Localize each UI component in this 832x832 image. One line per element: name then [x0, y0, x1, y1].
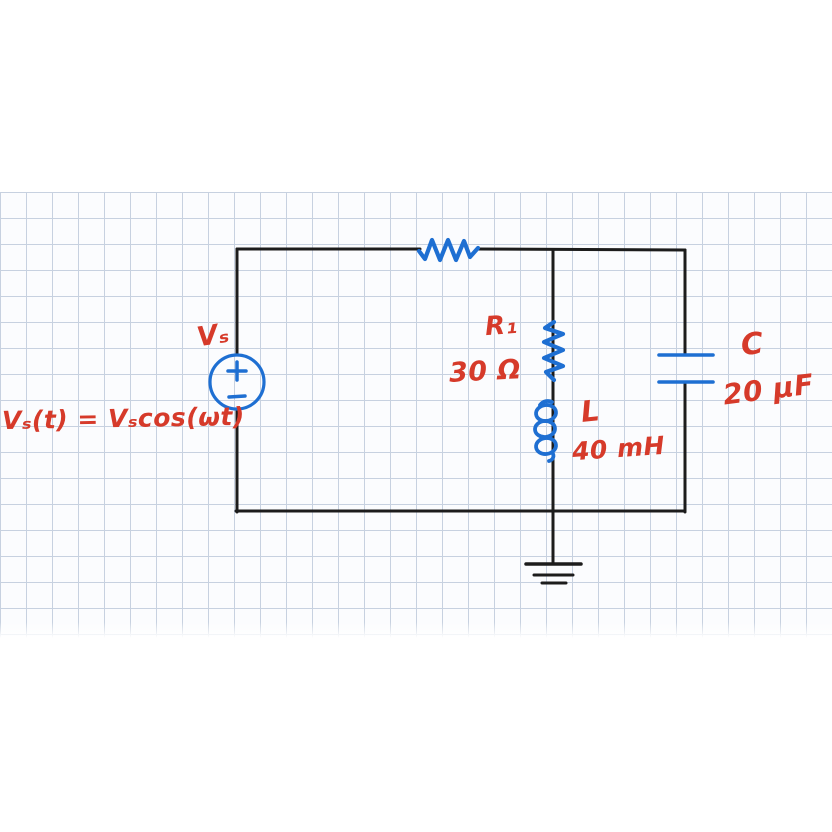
voltage-source-circle — [208, 353, 266, 411]
resistor-top-symbol — [416, 237, 481, 263]
circuit-wires — [234, 247, 687, 566]
minus-sign — [227, 394, 247, 399]
resistor-r1-name-label: R₁ — [483, 309, 519, 343]
inductor-value-label: 40 mH — [571, 430, 666, 467]
inductor-lead-bottom — [547, 450, 556, 463]
inductor-name-label: L — [579, 393, 602, 429]
capacitor-symbol — [657, 353, 715, 384]
resistor-r1-value-label: 30 Ω — [448, 354, 522, 389]
source-equation-label: Vₛ(t) = Vₛcos(ωt) — [1, 401, 246, 436]
resistor-r1-symbol — [541, 319, 566, 383]
source-name-label: Vₛ — [194, 317, 232, 354]
wire-top-right — [475, 247, 687, 252]
inductor-lead-top — [538, 399, 554, 407]
grid-paper-background — [0, 192, 832, 638]
inductor-symbol — [533, 399, 558, 463]
voltage-source-symbol — [208, 353, 266, 411]
ground-symbol — [524, 562, 583, 585]
capacitor-name-label: C — [739, 326, 765, 363]
inductor-loop-3 — [534, 436, 558, 456]
